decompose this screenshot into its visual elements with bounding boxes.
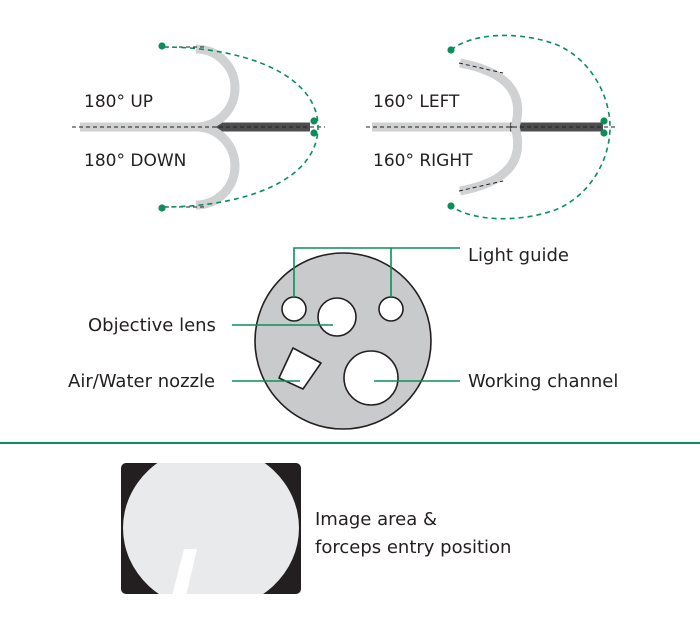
neutral-dot-top-right xyxy=(600,117,608,125)
distal-tip: Light guide Objective lens Air/Water noz… xyxy=(68,245,618,430)
neutral-dot-bottom-left xyxy=(310,129,318,137)
air-water-nozzle xyxy=(278,347,322,390)
objective-lens xyxy=(317,297,357,337)
bending-left-right: 160° LEFT 160° RIGHT xyxy=(366,34,617,220)
label-180-down: 180° DOWN xyxy=(84,151,186,171)
up-tip-dot xyxy=(158,42,166,50)
label-objective-lens: Objective lens xyxy=(88,315,216,336)
neutral-dot-top-left xyxy=(310,117,318,125)
light-guide-right xyxy=(378,296,404,322)
right-tip-dot xyxy=(447,202,455,210)
bending-up-down: 180° UP 180° DOWN xyxy=(72,42,325,212)
label-image-area-line2: forceps entry position xyxy=(315,537,511,558)
bend-up-arc xyxy=(195,44,240,132)
label-working-channel: Working channel xyxy=(468,371,618,392)
light-guide-left xyxy=(281,296,307,322)
image-circle xyxy=(123,463,299,594)
image-area: Image area & forceps entry position xyxy=(121,463,511,594)
neutral-dot-bottom-right xyxy=(600,129,608,137)
tip-face xyxy=(254,252,432,430)
label-180-up: 180° UP xyxy=(84,92,153,112)
down-tip-dot xyxy=(158,204,166,212)
leader-light-guide-left xyxy=(293,247,460,297)
sweep-arc-left xyxy=(162,46,319,208)
left-tip-dash xyxy=(458,62,504,74)
bend-left-arc xyxy=(459,58,523,129)
bend-down-arc xyxy=(195,122,240,210)
label-air-water-nozzle: Air/Water nozzle xyxy=(68,371,215,392)
forceps-entry-marker xyxy=(171,549,197,594)
label-160-left: 160° LEFT xyxy=(373,92,460,112)
left-tip-dot xyxy=(447,46,455,54)
right-tip-dash xyxy=(458,180,504,192)
label-light-guide: Light guide xyxy=(468,245,569,266)
label-160-right: 160° RIGHT xyxy=(373,151,473,171)
label-image-area-line1: Image area & xyxy=(315,509,437,530)
working-channel xyxy=(343,350,399,406)
